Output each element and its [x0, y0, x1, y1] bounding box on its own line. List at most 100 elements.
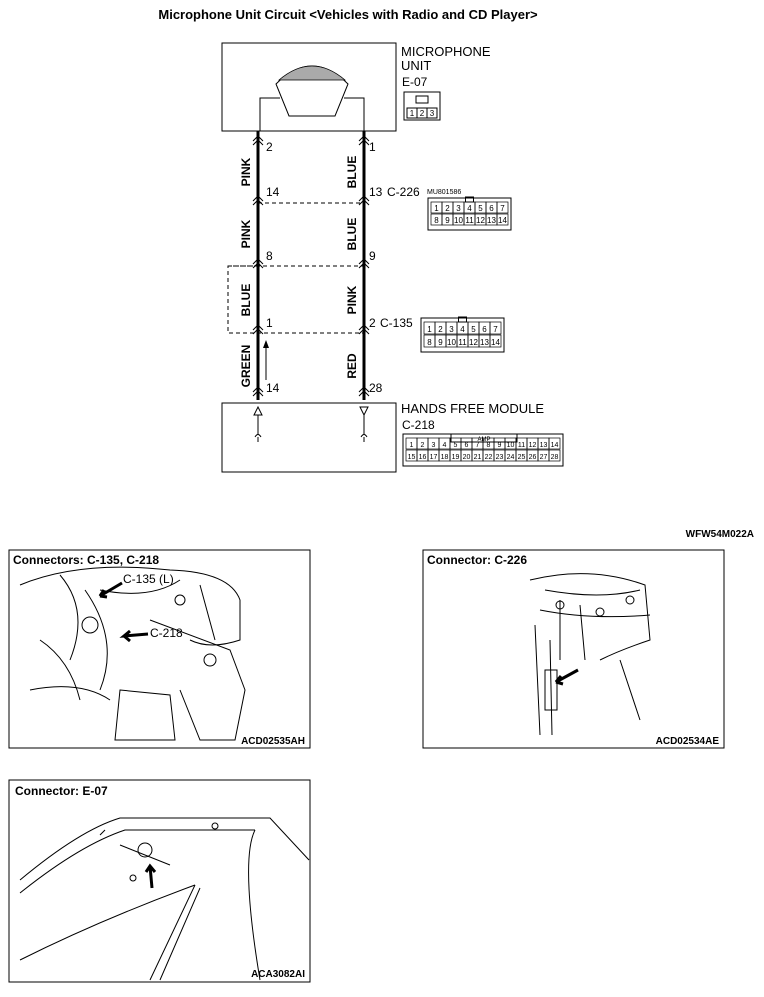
- c218-pin: 28: [551, 454, 559, 461]
- c135-shield-box: [227, 265, 364, 334]
- c218-pin: 13: [540, 442, 548, 449]
- photo-panel-c226: Connector: C-226 ACD02534AE: [422, 549, 725, 749]
- output-terminal-icon: [359, 406, 369, 442]
- left-wire-color-3: BLUE: [239, 284, 253, 317]
- c135-pin: 5: [471, 325, 476, 334]
- c135-pin: 7: [493, 325, 498, 334]
- photo1-code: ACD02535AH: [241, 736, 305, 747]
- right-pin-hfm: 28: [369, 381, 383, 395]
- e07-pin-1: 1: [410, 109, 415, 118]
- left-wire-color-4: GREEN: [239, 345, 253, 388]
- arrow-c218-icon: [119, 629, 149, 643]
- c218-pin: 22: [485, 454, 493, 461]
- c218-amp-label: AMP: [477, 437, 490, 443]
- c218-pin: 27: [540, 454, 548, 461]
- photo3-code: ACA3082AI: [251, 969, 305, 980]
- left-wire-color-2: PINK: [239, 219, 253, 248]
- c135-label: C-135: [380, 316, 413, 330]
- right-pin-mic: 1: [369, 140, 376, 154]
- right-pin-c226: 13: [369, 185, 383, 199]
- c226-pin: 11: [465, 216, 474, 225]
- c135-pin: 10: [447, 338, 456, 347]
- c218-pin: 2: [421, 442, 425, 449]
- photo1-caption: Connectors: C-135, C-218: [13, 553, 159, 567]
- photo-panel-e07: Connector: E-07 ACA3082AI: [8, 779, 311, 983]
- photo1-callout-c135: C-135 (L): [123, 572, 174, 586]
- c226-pin: 5: [478, 204, 483, 213]
- c226-label: C-226: [387, 185, 420, 199]
- c226-pin: 3: [456, 204, 461, 213]
- c226-pin: 8: [434, 216, 439, 225]
- c135-pin: 3: [449, 325, 454, 334]
- arrow-c226-icon: [554, 668, 579, 686]
- c226-pin: 14: [498, 216, 507, 225]
- left-pin-mic: 2: [266, 140, 273, 154]
- microphone-unit-label-line2: UNIT: [401, 58, 431, 73]
- left-wire-color-1: PINK: [239, 157, 253, 186]
- left-pin-c226: 14: [266, 185, 280, 199]
- c226-pin: 2: [445, 204, 450, 213]
- c135-pin: 9: [438, 338, 443, 347]
- c218-pin: 8: [487, 442, 491, 449]
- c218-pin: 14: [551, 442, 559, 449]
- left-pin-c135: 1: [266, 316, 273, 330]
- e07-pin-2: 2: [420, 109, 425, 118]
- left-pin-hfm: 14: [266, 381, 280, 395]
- arrow-e07-icon: [144, 863, 157, 889]
- c218-pin: 7: [476, 442, 480, 449]
- photo2-caption: Connector: C-226: [427, 553, 527, 567]
- right-wire-color-2: BLUE: [345, 218, 359, 251]
- hfm-connector-id: C-218: [402, 418, 435, 432]
- microphone-unit-label-line1: MICROPHONE: [401, 44, 491, 59]
- c218-pin: 21: [474, 454, 482, 461]
- left-pin-c226b: 8: [266, 249, 273, 263]
- c226-pin: 13: [487, 216, 496, 225]
- c218-pin: 25: [518, 454, 526, 461]
- dashboard-illustration: [19, 566, 246, 741]
- windshield-illustration: [19, 817, 310, 981]
- c218-pin: 15: [408, 454, 416, 461]
- c226-part-number: MU801586: [427, 189, 461, 196]
- c226-pin: 10: [454, 216, 463, 225]
- c226-pin: 1: [434, 204, 439, 213]
- input-terminal-icon: [253, 405, 263, 442]
- e07-pin-3: 3: [430, 109, 435, 118]
- c218-pin: 9: [498, 442, 502, 449]
- photo3-caption: Connector: E-07: [15, 784, 108, 798]
- c218-pin: 12: [529, 442, 537, 449]
- c218-pin: 10: [507, 442, 515, 449]
- c226-pin: 12: [476, 216, 485, 225]
- c218-pin: 11: [518, 442, 525, 449]
- right-wire-color-1: BLUE: [345, 156, 359, 189]
- photo-panel-c135-c218: Connectors: C-135, C-218 C-135 (L) C-218…: [8, 549, 311, 749]
- c135-pin: 11: [458, 338, 467, 347]
- c218-pin: 24: [507, 454, 515, 461]
- c135-pin: 12: [469, 338, 478, 347]
- hfm-label: HANDS FREE MODULE: [401, 401, 544, 416]
- c218-pin: 18: [441, 454, 449, 461]
- right-wire-color-3: PINK: [345, 285, 359, 314]
- c218-pin: 23: [496, 454, 504, 461]
- c218-pin: 6: [465, 442, 469, 449]
- page-title: Microphone Unit Circuit <Vehicles with R…: [158, 7, 538, 22]
- c135-pin: 13: [480, 338, 489, 347]
- arrow-c135-icon: [98, 581, 123, 599]
- c218-pin: 5: [454, 442, 458, 449]
- harness-illustration: [529, 573, 651, 736]
- c135-pin: 8: [427, 338, 432, 347]
- c218-pin: 19: [452, 454, 460, 461]
- right-wire-color-4: RED: [345, 353, 359, 379]
- c226-pin: 6: [489, 204, 494, 213]
- c226-pin: 7: [500, 204, 505, 213]
- microphone-unit: MICROPHONE UNIT E-07 1 2 3: [221, 42, 491, 132]
- photo2-code: ACD02534AE: [656, 736, 720, 747]
- c218-pin: 17: [430, 454, 438, 461]
- microphone-connector-id: E-07: [402, 75, 428, 89]
- c218-pin: 3: [432, 442, 436, 449]
- c226-pin: 4: [467, 204, 472, 213]
- c218-pin: 16: [419, 454, 427, 461]
